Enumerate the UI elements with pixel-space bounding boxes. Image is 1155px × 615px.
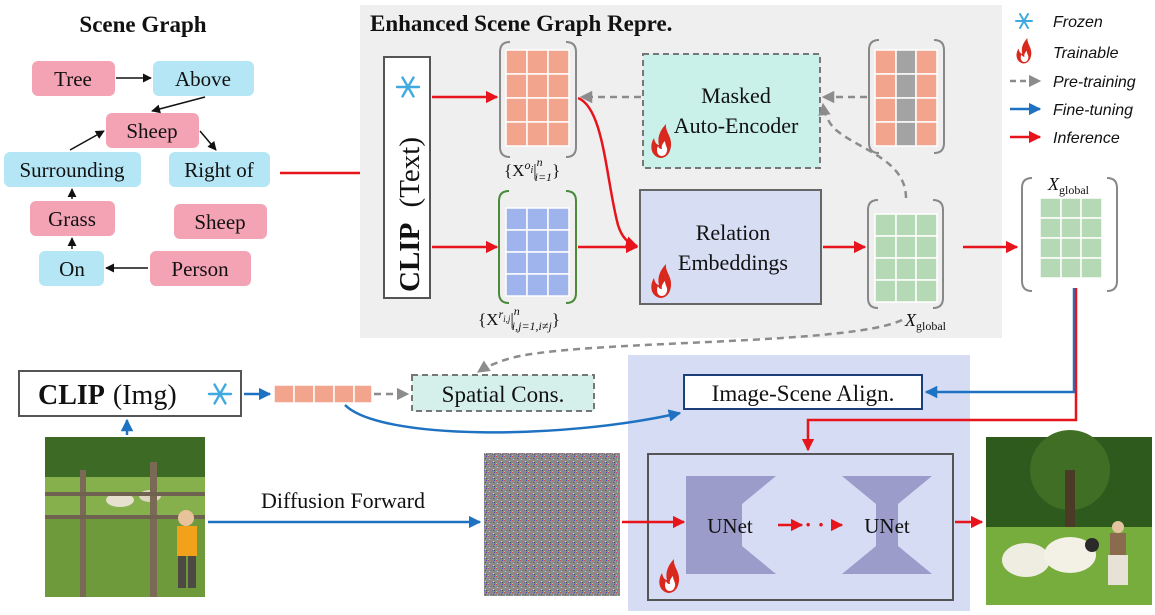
node-sheep-1-label: Sheep bbox=[126, 119, 177, 143]
flame-icon bbox=[651, 124, 672, 158]
clip-img-box bbox=[18, 370, 242, 417]
node-right-of-label: Right of bbox=[184, 158, 253, 182]
clip-text-box bbox=[383, 56, 431, 299]
xglobal-label: Xglobal bbox=[904, 310, 947, 333]
node-above-label: Above bbox=[175, 67, 231, 91]
align-box bbox=[683, 374, 923, 410]
arrow-vector-to-align bbox=[344, 404, 682, 434]
node-surrounding-label: Surrounding bbox=[20, 158, 126, 182]
clip-text-label: CLIP (Text) bbox=[394, 137, 426, 292]
snowflake-icon bbox=[1015, 13, 1033, 29]
node-person bbox=[150, 251, 251, 286]
output-xglobal-matrix bbox=[1021, 177, 1118, 292]
scene-graph-edges bbox=[67, 73, 217, 273]
unet-hourglass-2 bbox=[842, 476, 932, 574]
arrow-output-to-align bbox=[924, 288, 1076, 399]
spatial-cons-label: Spatial Cons. bbox=[442, 382, 565, 407]
node-grass bbox=[30, 201, 115, 236]
relation-label-line1: Relation bbox=[696, 220, 771, 245]
node-tree-label: Tree bbox=[54, 67, 92, 91]
output-xglobal-label: Xglobal bbox=[1047, 174, 1090, 197]
snowflake-icon bbox=[395, 76, 421, 98]
mae-label-line1: Masked bbox=[701, 83, 771, 108]
enhanced-title: Enhanced Scene Graph Repre. bbox=[370, 11, 672, 36]
unet-label-2: UNet bbox=[864, 514, 910, 538]
relation-label-line2: Embeddings bbox=[678, 250, 788, 275]
node-grass-label: Grass bbox=[48, 207, 96, 231]
spatial-cons-box bbox=[411, 374, 595, 412]
scene-graph: Tree Above Sheep Surrounding Right of Gr… bbox=[4, 61, 270, 286]
legend-trainable: Trainable bbox=[1053, 45, 1119, 62]
legend-finetuning: Fine-tuning bbox=[1053, 102, 1133, 119]
legend-frozen: Frozen bbox=[1053, 14, 1103, 31]
node-tree bbox=[32, 61, 115, 96]
clip-img-label: CLIP(Img) bbox=[38, 380, 177, 411]
svg-text:CLIP (Text): CLIP (Text) bbox=[394, 137, 426, 292]
object-embedding-matrix bbox=[499, 41, 577, 158]
arrow-xglobal-to-mae bbox=[818, 102, 908, 199]
flame-icon bbox=[659, 559, 680, 593]
unet-dots: · · · bbox=[804, 512, 837, 537]
noise-image bbox=[484, 453, 620, 596]
arrow-output-to-unet bbox=[801, 288, 1078, 452]
masked-autoencoder-box bbox=[642, 53, 821, 169]
node-surrounding bbox=[4, 152, 141, 187]
scene-graph-title: Scene Graph bbox=[79, 12, 206, 37]
align-label: Image-Scene Align. bbox=[712, 381, 895, 406]
node-person-label: Person bbox=[171, 257, 229, 281]
node-above bbox=[153, 61, 254, 96]
node-on bbox=[39, 251, 104, 286]
mae-label-line2: Auto-Encoder bbox=[674, 113, 799, 138]
input-photo bbox=[45, 437, 205, 597]
legend-pretraining: Pre-training bbox=[1053, 74, 1136, 91]
legend-inference: Inference bbox=[1053, 130, 1120, 147]
diffusion-forward-label: Diffusion Forward bbox=[261, 488, 425, 513]
image-embedding-vector bbox=[273, 384, 373, 404]
xglobal-matrix bbox=[867, 199, 944, 309]
arrow-xglobal-to-spatial bbox=[476, 318, 903, 374]
flame-icon bbox=[651, 264, 672, 298]
flame-icon bbox=[1016, 38, 1032, 64]
node-right-of bbox=[169, 152, 270, 187]
node-sheep-2 bbox=[174, 204, 267, 239]
legend: Frozen Trainable Pre-training Fine-tunin… bbox=[1010, 13, 1136, 147]
snowflake-icon bbox=[207, 383, 233, 405]
arrow-object-to-embeddings bbox=[577, 96, 639, 249]
unet-label-1: UNet bbox=[707, 514, 753, 538]
output-photo bbox=[986, 430, 1152, 605]
clip-text-bold: CLIP bbox=[394, 223, 426, 292]
unet-box bbox=[647, 453, 954, 601]
relation-embedding-matrix bbox=[498, 190, 577, 304]
node-sheep-1 bbox=[106, 113, 199, 148]
unet-hourglass-1 bbox=[686, 476, 776, 574]
masked-input-matrix bbox=[868, 39, 945, 154]
node-sheep-2-label: Sheep bbox=[194, 210, 245, 234]
node-on-label: On bbox=[59, 257, 85, 281]
clip-text-rest: (Text) bbox=[394, 137, 426, 207]
